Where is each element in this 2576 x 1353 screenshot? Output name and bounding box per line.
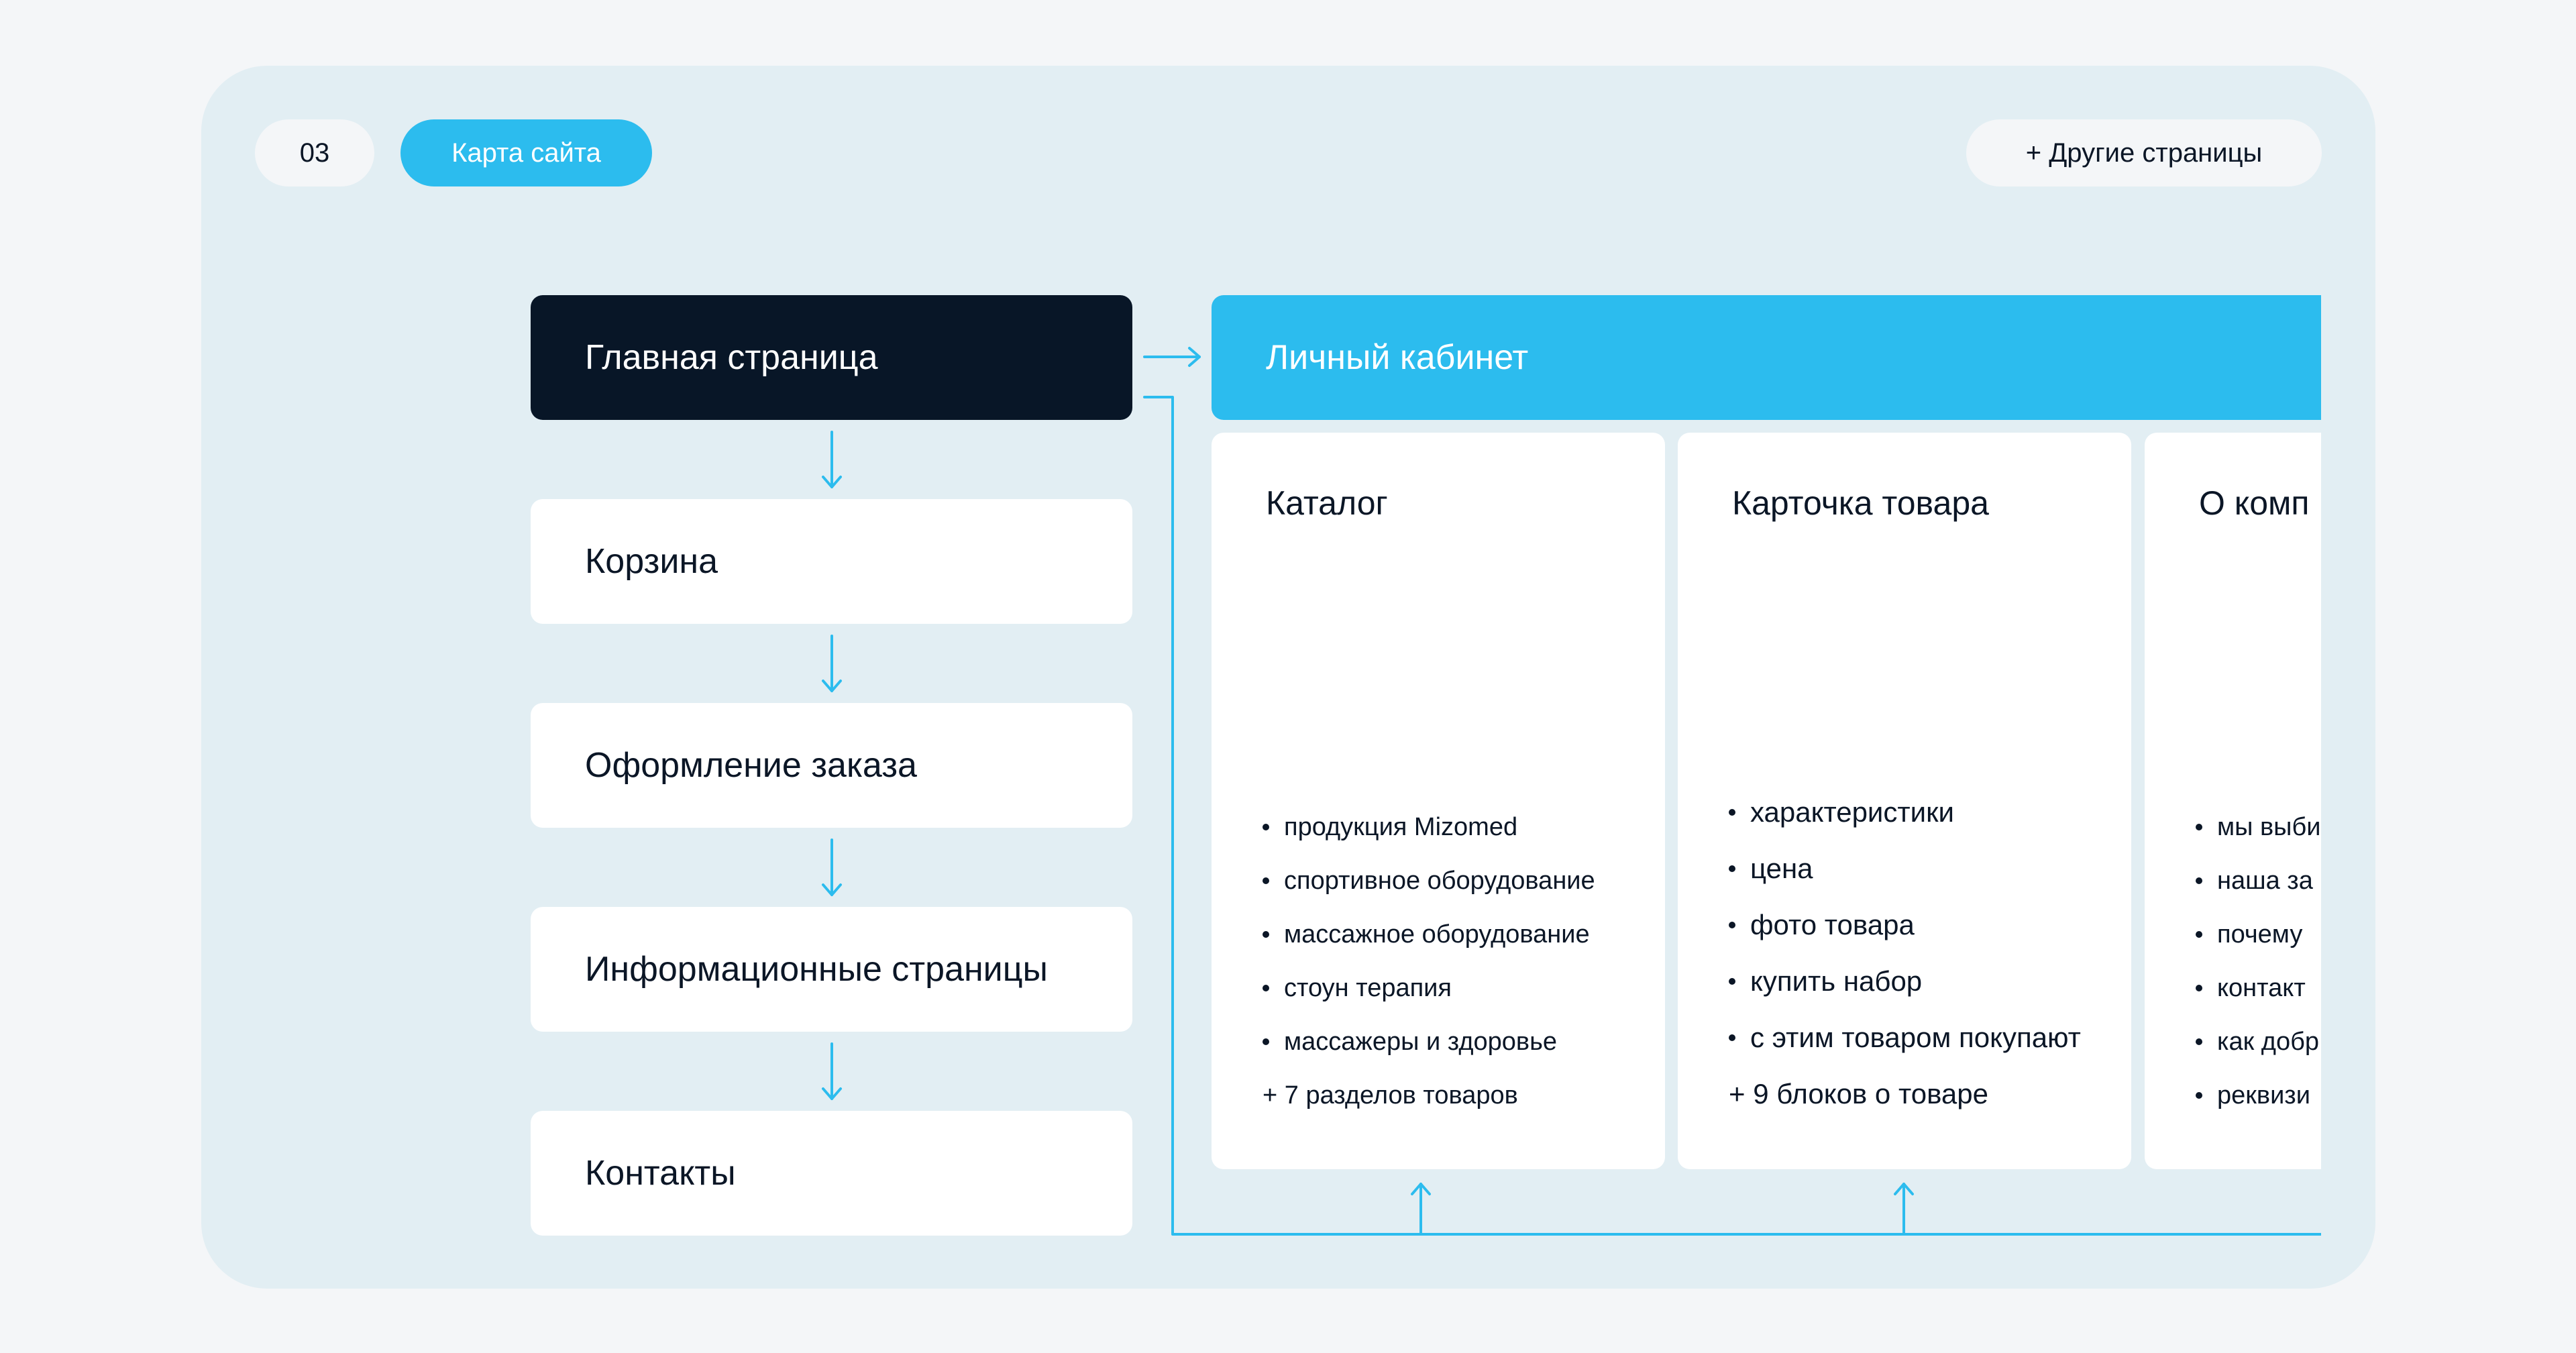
list-item: массажное оборудование: [1263, 908, 1595, 961]
more-blocks-note: + 9 блоков о товаре: [1729, 1078, 1988, 1110]
bullet-icon: [1729, 1034, 1735, 1041]
node-info-pages[interactable]: Информационные страницы: [531, 907, 1132, 1032]
card-product[interactable]: Карточка товара характеристики цена фото…: [1678, 433, 2131, 1169]
list-item: цена: [1729, 841, 2081, 897]
card-title: О комп: [2199, 484, 2310, 522]
arrow-down-4: [822, 1042, 842, 1100]
bullet-icon: [2196, 824, 2202, 830]
list-item: продукция Mizomed: [1263, 800, 1595, 854]
sitemap-diagram: Главная страница Корзина Оформление зака…: [201, 66, 2321, 1289]
bullet-icon: [1263, 1038, 1269, 1045]
list-item: массажеры и здоровье: [1263, 1015, 1595, 1069]
connector-lines: [822, 347, 2321, 1236]
card-catalog[interactable]: Каталог продукция Mizomed спортивное обо…: [1212, 433, 1665, 1169]
card-list: характеристики цена фото товара купить н…: [1729, 784, 2081, 1122]
bullet-icon: [2196, 877, 2202, 884]
node-cart[interactable]: Корзина: [531, 499, 1132, 624]
bullet-icon: [2196, 931, 2202, 938]
bullet-icon: [1729, 922, 1735, 928]
bullet-icon: [1263, 877, 1269, 884]
card-about-company[interactable]: О комп мы выби наша за почему контакт ка…: [2145, 433, 2321, 1169]
arrow-up-catalog: [1411, 1183, 1431, 1236]
list-item: как добр: [2196, 1015, 2321, 1069]
more-sections-note: + 7 разделов товаров: [1263, 1081, 1518, 1110]
list-item: спортивное оборудование: [1263, 854, 1595, 908]
list-item: мы выби: [2196, 800, 2321, 854]
bullet-icon: [1263, 985, 1269, 991]
list-item: купить набор: [1729, 953, 2081, 1010]
sitemap-tag[interactable]: Карта сайта: [400, 119, 652, 186]
card-list: мы выби наша за почему контакт как добр …: [2196, 800, 2321, 1122]
arrow-down-3: [822, 838, 842, 896]
node-personal-account[interactable]: Личный кабинет: [1212, 295, 2321, 420]
list-item: с этим товаром покупают: [1729, 1010, 2081, 1066]
arrow-down-1: [822, 431, 842, 488]
loop-connector: [1143, 396, 2321, 1236]
bullet-icon: [2196, 985, 2202, 991]
sitemap-board: 03 Карта сайта + Другие страницы: [201, 66, 2375, 1289]
section-number-badge: 03: [255, 119, 374, 186]
list-item: реквизи: [2196, 1069, 2321, 1122]
bullet-icon: [1263, 931, 1269, 938]
list-item: стоун терапия: [1263, 961, 1595, 1015]
bullet-icon: [1729, 809, 1735, 816]
list-item: наша за: [2196, 854, 2321, 908]
bullet-icon: [1729, 865, 1735, 872]
bullet-icon: [1729, 978, 1735, 985]
card-list: продукция Mizomed спортивное оборудовани…: [1263, 800, 1595, 1122]
bullet-icon: [1263, 824, 1269, 830]
list-item: контакт: [2196, 961, 2321, 1015]
other-pages-button[interactable]: + Другие страницы: [1966, 119, 2322, 186]
node-contacts[interactable]: Контакты: [531, 1111, 1132, 1236]
arrow-up-product-card: [1894, 1183, 1914, 1236]
list-item: почему: [2196, 908, 2321, 961]
list-item: характеристики: [1729, 784, 2081, 841]
node-checkout[interactable]: Оформление заказа: [531, 703, 1132, 828]
bullet-icon: [2196, 1092, 2202, 1099]
arrow-down-2: [822, 635, 842, 692]
card-title: Каталог: [1266, 484, 1388, 522]
list-item: фото товара: [1729, 897, 2081, 953]
arrow-home-to-cabinet: [1143, 347, 1201, 367]
node-home-page[interactable]: Главная страница: [531, 295, 1132, 420]
bullet-icon: [2196, 1038, 2202, 1045]
card-title: Карточка товара: [1732, 484, 1989, 522]
